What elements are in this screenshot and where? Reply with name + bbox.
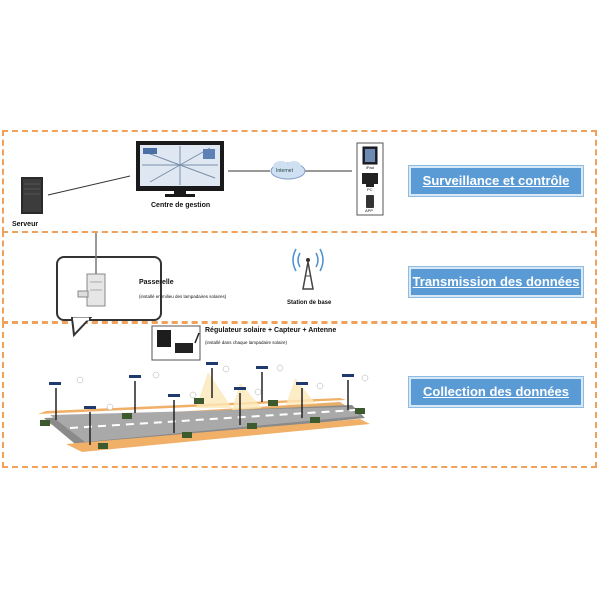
collection-tier-button[interactable]: Collection des données	[408, 376, 584, 408]
device-label-ipad: iPad	[366, 165, 375, 170]
monitor-icon	[136, 141, 224, 197]
lamp-base-boxes	[40, 398, 365, 449]
surveillance-tier-button[interactable]: Surveillance et contrôle	[408, 165, 584, 197]
devices-panel-icon	[356, 142, 384, 216]
controller-note: (installé dans chaque lampadaire solaire…	[205, 340, 288, 345]
server-icon	[21, 177, 43, 214]
lamp-sensor-bubbles	[76, 364, 369, 411]
internet-label: Internet	[276, 168, 293, 174]
gateway-device-icon	[77, 233, 106, 307]
internet-cloud-icon	[270, 161, 306, 180]
management-center-label: Centre de gestion	[151, 202, 211, 209]
controller-title: Régulateur solaire + Capteur + Antenne	[205, 327, 337, 334]
gateway-title: Passerelle	[139, 279, 174, 286]
collection-tier-frame	[2, 322, 597, 468]
gateway-note: (installé en milieu des lampadaires sola…	[139, 294, 227, 299]
server-label: Serveur	[12, 221, 39, 228]
street-lamp-icon	[49, 362, 354, 445]
controller-inset-icon	[151, 325, 201, 361]
gateway-callout-box	[56, 256, 162, 338]
server-link-line	[47, 175, 131, 196]
device-label-pc: PC	[367, 187, 373, 192]
device-label-app: APP	[365, 208, 374, 213]
transmission-tier-button[interactable]: Transmission des données	[408, 266, 584, 298]
base-station-label: Station de base	[287, 300, 332, 306]
base-station-icon	[292, 248, 324, 290]
